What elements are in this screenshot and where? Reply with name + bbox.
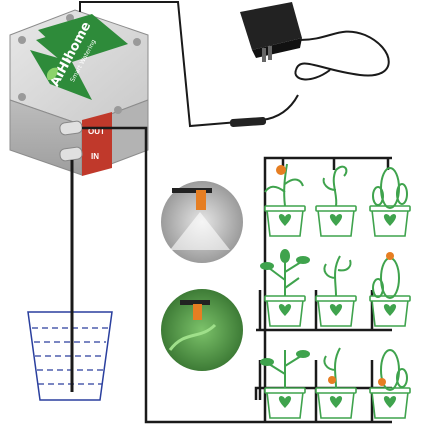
plant-pot-icon: [369, 349, 411, 419]
sprinkler-photo-mist: [159, 179, 245, 265]
plant-pot-icon: [315, 165, 357, 237]
port-out-label: OUT: [88, 127, 105, 136]
plant-pot-icon: [369, 167, 411, 237]
plant-pot-icon: [264, 163, 306, 237]
port-panel: OUT IN: [82, 112, 112, 176]
plant-pot-icon: [315, 255, 357, 327]
port-in-label: IN: [91, 152, 99, 161]
sprinkler-photo-garden: [159, 287, 245, 373]
plant-pot-icon: [260, 350, 310, 419]
plant-pot-icon: [315, 347, 357, 419]
power-adapter-icon: [240, 2, 390, 81]
sprinkler-nozzle-icon: [196, 190, 206, 210]
water-bucket-icon: [27, 311, 113, 401]
plant-pot-icon: [260, 249, 310, 327]
plant-grid: [260, 163, 411, 419]
plant-pot-icon: [369, 252, 411, 327]
